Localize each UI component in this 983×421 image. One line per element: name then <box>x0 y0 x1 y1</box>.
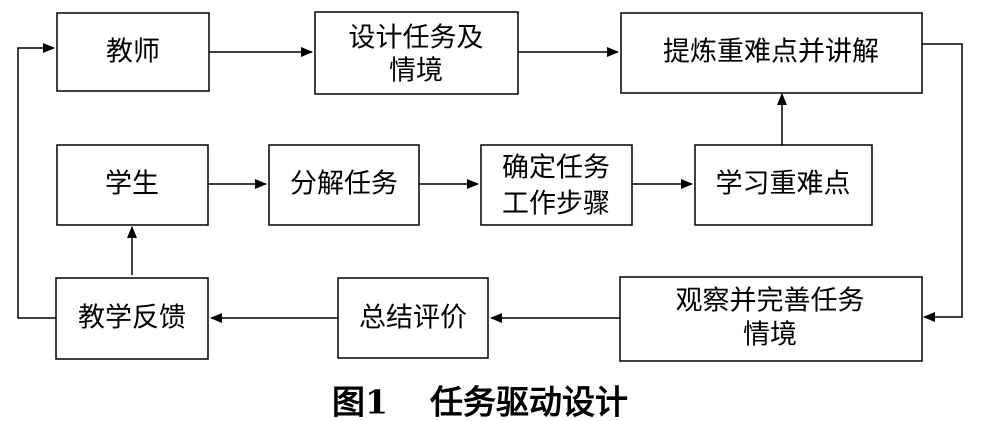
node-observe: 观察并完善任务 情境 <box>619 276 923 362</box>
node-teacher-label: 教师 <box>106 37 160 68</box>
arrow-feedback-to-teacher <box>17 43 56 319</box>
node-student: 学生 <box>56 144 209 226</box>
node-observe-line-2: 情境 <box>743 320 797 351</box>
node-learn-points-label: 学习重难点 <box>716 169 851 200</box>
node-decompose-task-label: 分解任务 <box>290 169 398 200</box>
node-decompose-task: 分解任务 <box>268 144 420 226</box>
arrow-extract-to-observe <box>922 43 963 322</box>
node-design-task: 设计任务及 情境 <box>314 11 519 95</box>
node-student-label: 学生 <box>105 169 159 200</box>
node-design-task-line-1: 设计任务及 <box>349 23 484 54</box>
node-determine-steps: 确定任务 工作步骤 <box>480 144 633 226</box>
node-teacher: 教师 <box>56 12 210 92</box>
node-feedback-label: 教学反馈 <box>78 303 186 334</box>
caption-title: 任务驱动设计 <box>430 383 628 421</box>
node-summary-label: 总结评价 <box>359 303 467 334</box>
edges <box>17 43 963 323</box>
caption-number: 图1 <box>332 383 388 421</box>
node-design-task-line-2: 情境 <box>389 56 443 87</box>
node-extract-points: 提炼重难点并讲解 <box>620 12 923 94</box>
node-learn-points: 学习重难点 <box>694 144 873 226</box>
node-summary: 总结评价 <box>337 277 489 359</box>
node-feedback: 教学反馈 <box>55 277 209 360</box>
node-determine-steps-line-1: 确定任务 <box>502 153 610 184</box>
node-observe-line-1: 观察并完善任务 <box>676 286 865 317</box>
node-determine-steps-line-2: 工作步骤 <box>502 189 610 220</box>
node-extract-points-label: 提炼重难点并讲解 <box>663 37 879 68</box>
